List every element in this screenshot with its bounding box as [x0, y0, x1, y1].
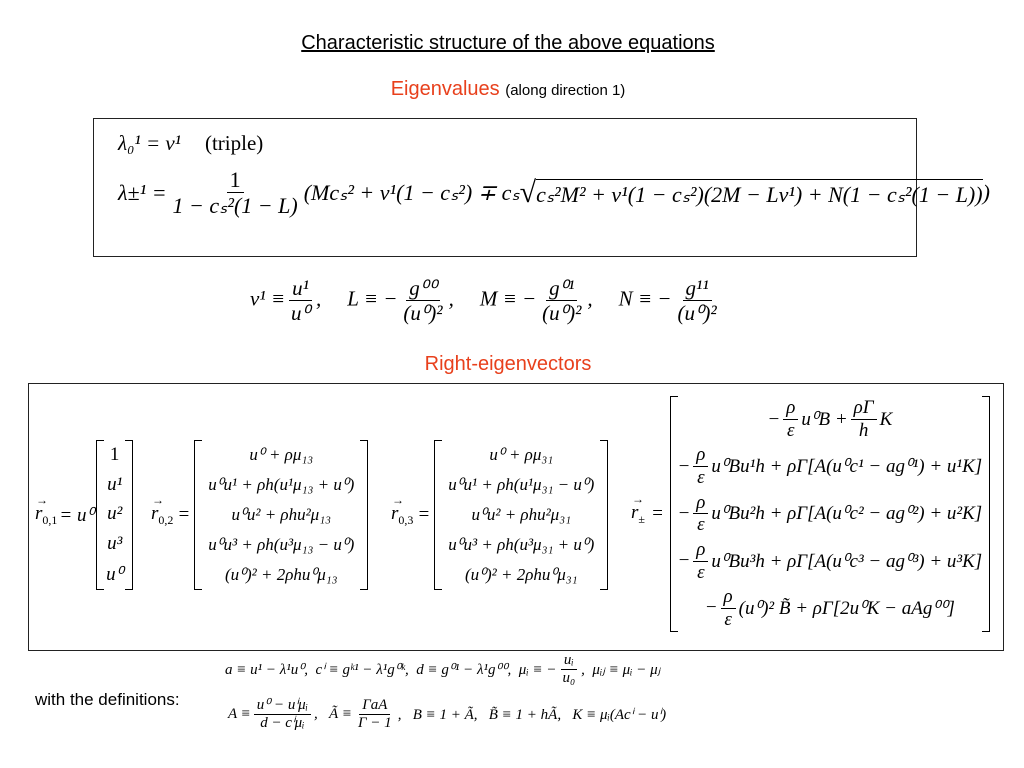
- vector-label: →r0,3: [391, 492, 414, 527]
- eigenvectors-heading: Right-eigenvectors: [424, 353, 592, 375]
- eigenvalues-heading: Eigenvalues (along direction 1): [390, 78, 626, 100]
- definitions-line-1: a ≡ u¹ − λ¹u⁰, cⁱ ≡ gᵏ¹ − λ¹g⁰ᵏ, d ≡ g⁰¹…: [225, 652, 661, 687]
- eigenvectors-box: →r0,1 = u⁰ 1 u¹ u² u³ u⁰ →r0,2 = u⁰ + ρμ…: [28, 383, 1004, 651]
- def-M: M ≡ −g⁰¹(u⁰)²,: [479, 276, 593, 326]
- fraction: g⁰⁰(u⁰)²: [403, 276, 443, 326]
- def-N: N ≡ −g¹¹(u⁰)²: [619, 276, 723, 325]
- eigenvector-r01: →r0,1 = u⁰ 1 u¹ u² u³ u⁰: [35, 440, 134, 590]
- def-L: L ≡ −g⁰⁰(u⁰)²,: [347, 276, 454, 326]
- slide-title: Characteristic structure of the above eq…: [301, 32, 715, 54]
- vector-label: →r±: [631, 491, 645, 526]
- vector-arrow-icon: →: [152, 492, 164, 507]
- matrix: u⁰ + ρμ₃₁ u⁰u¹ + ρh(u¹μ₃₁ − u⁰) u⁰u² + ρ…: [434, 440, 609, 590]
- vector-arrow-icon: →: [632, 491, 644, 506]
- fraction: g⁰¹(u⁰)²: [542, 276, 582, 326]
- definitions-label: with the definitions:: [35, 690, 180, 709]
- vector-arrow-icon: →: [36, 492, 48, 507]
- matrix: u⁰ + ρμ₁₃ u⁰u¹ + ρh(u¹μ₁₃ + u⁰) u⁰u² + ρ…: [194, 440, 369, 590]
- fraction: g¹¹(u⁰)²: [677, 276, 717, 326]
- eigenvector-r02: →r0,2 = u⁰ + ρμ₁₃ u⁰u¹ + ρh(u¹μ₁₃ + u⁰) …: [151, 440, 369, 590]
- matrix: 1 u¹ u² u³ u⁰: [96, 440, 134, 590]
- square-root: √cₛ²M² + v¹(1 − cₛ²)(2M − Lv¹) + N(1 − c…: [519, 175, 983, 209]
- eigenvector-r03: →r0,3 = u⁰ + ρμ₃₁ u⁰u¹ + ρh(u¹μ₃₁ − u⁰) …: [391, 440, 609, 590]
- vector-arrow-icon: →: [392, 492, 404, 507]
- eigenvalue-zero: λ₀¹ = v¹(triple): [118, 131, 264, 155]
- vector-label: →r0,1: [35, 492, 58, 527]
- vector-label: →r0,2: [151, 492, 174, 527]
- radical-sign-icon: √: [519, 175, 537, 209]
